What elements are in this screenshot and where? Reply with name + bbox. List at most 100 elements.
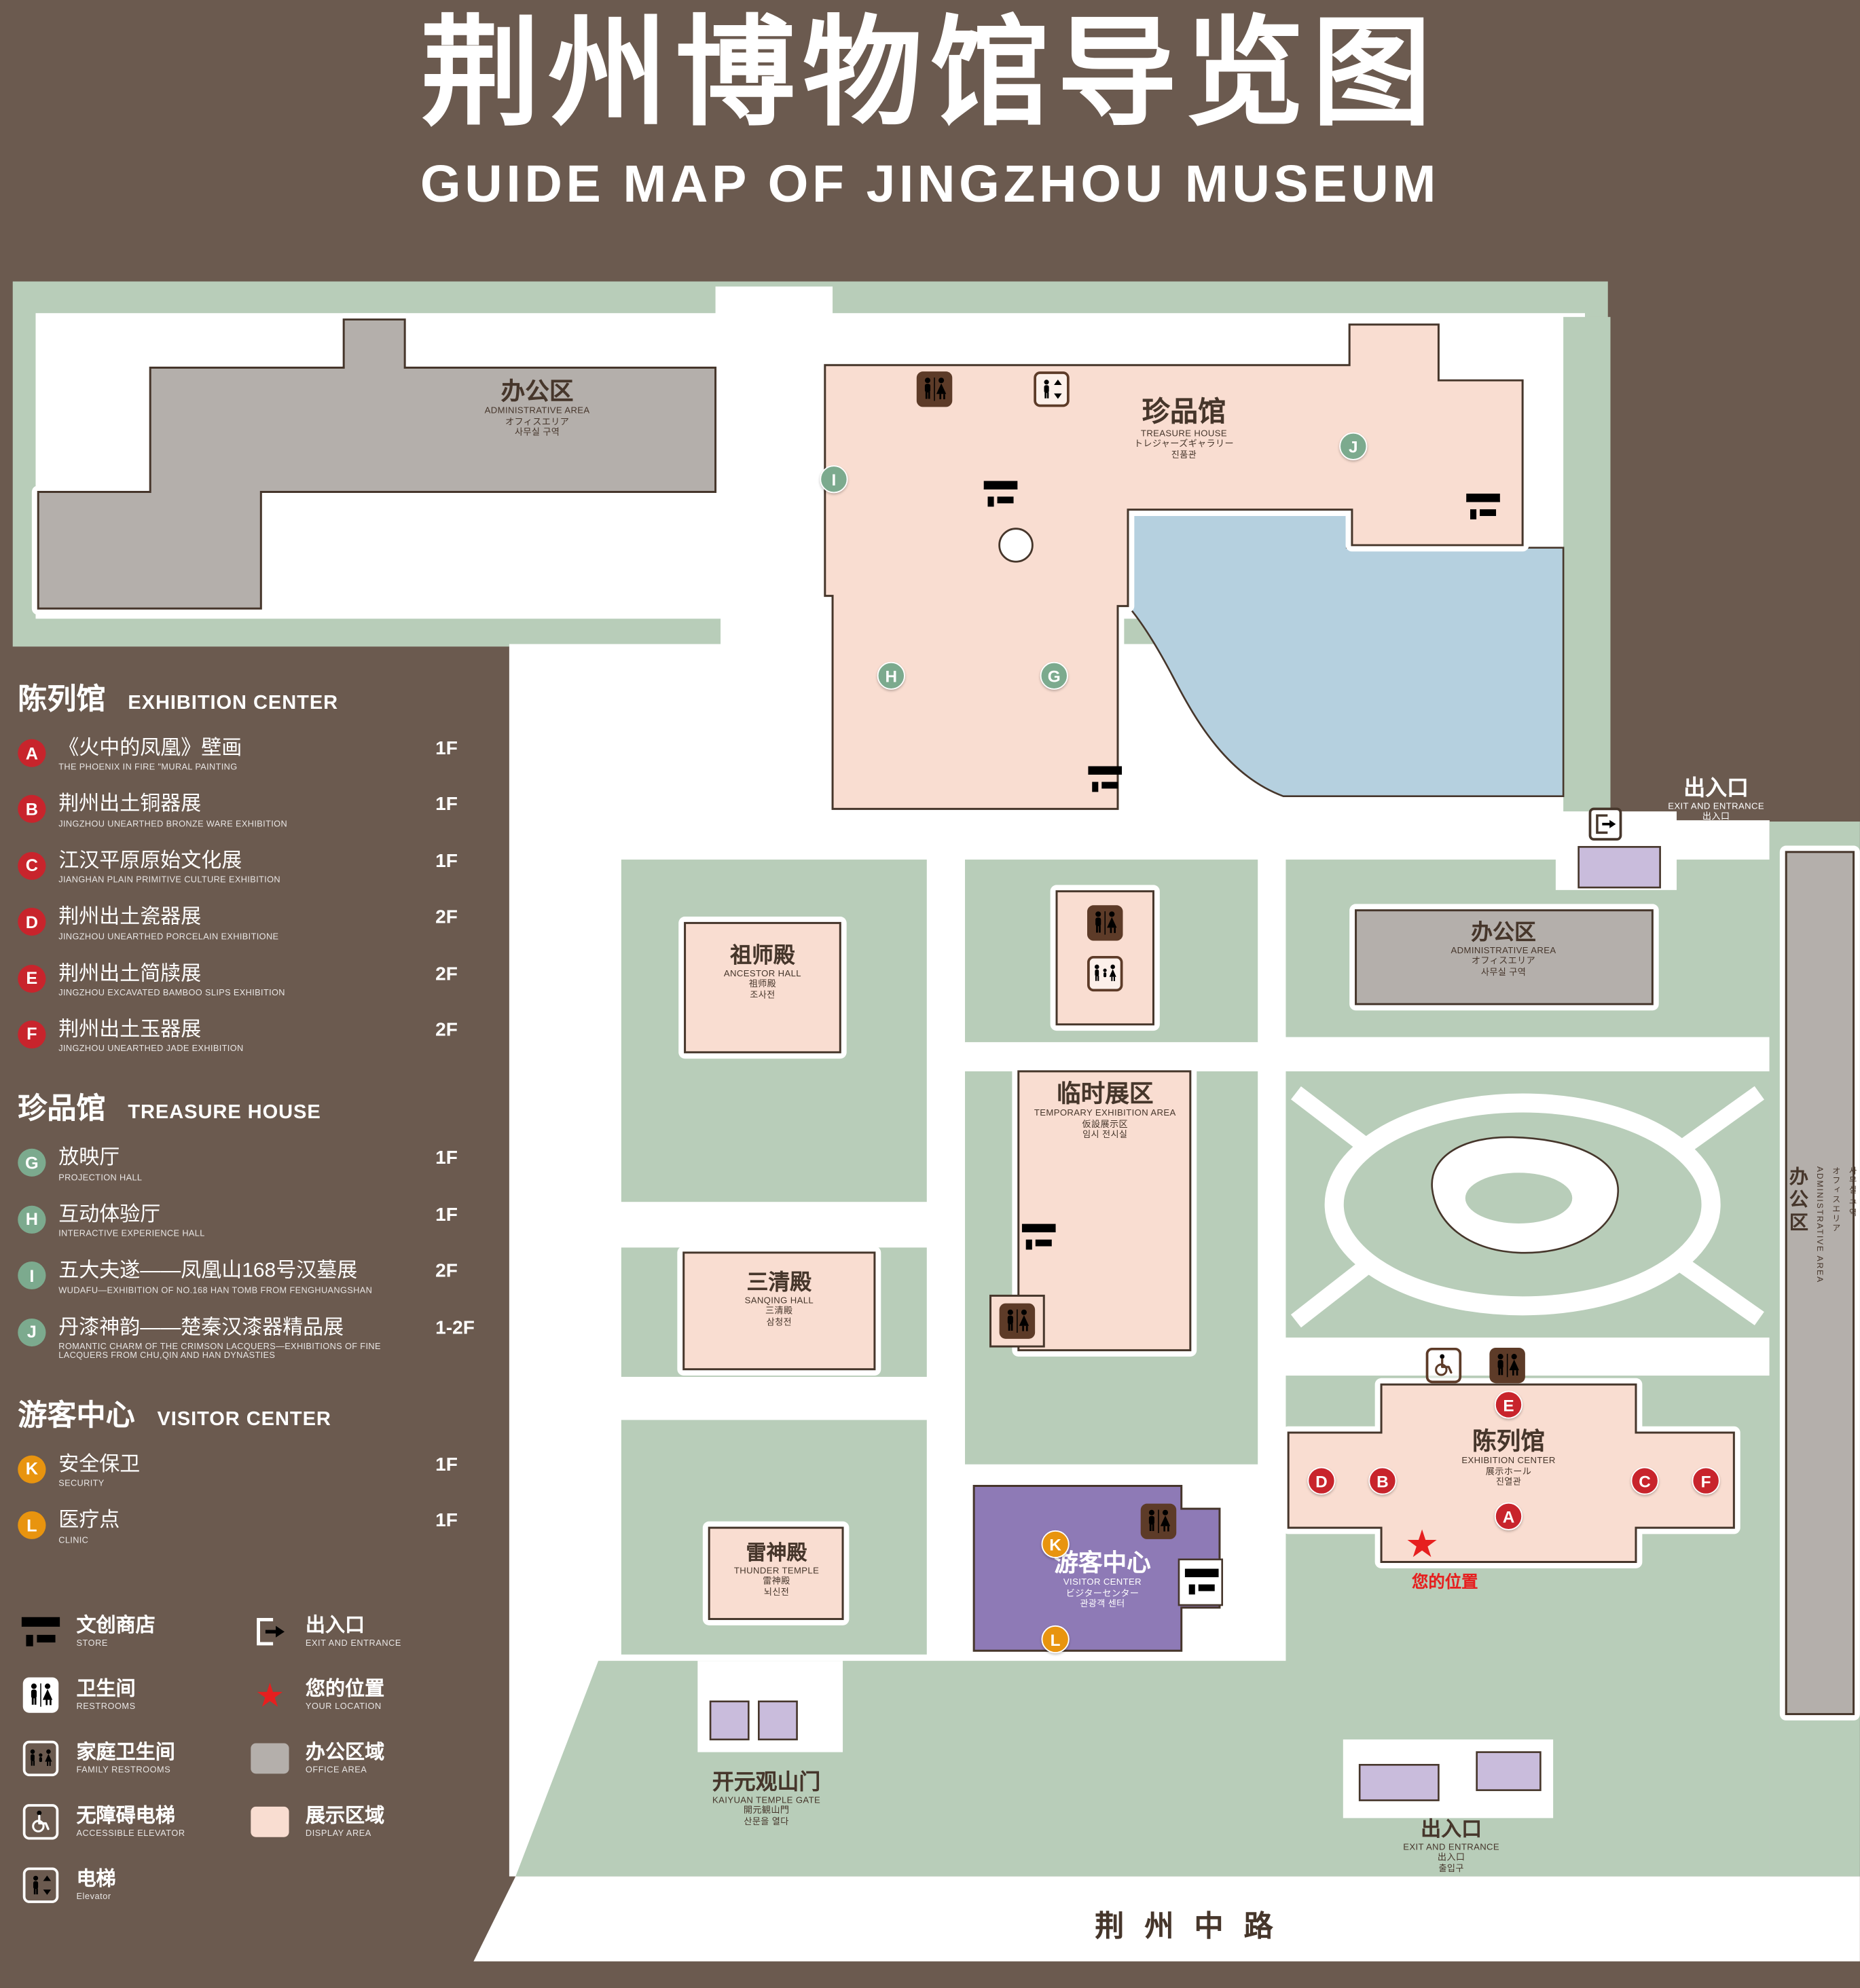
item-sub: JINGZHOU EXCAVATED BAMBOO SLIPS EXHIBITI… bbox=[58, 989, 285, 998]
label-zh: 出入口 bbox=[1421, 1819, 1482, 1841]
label-exit-top: 出入口 EXIT AND ENTRANCE 出入口 출입구 bbox=[1668, 776, 1764, 835]
label-admin-right: 办公区 ADMINISTRATIVE AREA オフィスエリア 사무실 구역 bbox=[1785, 1166, 1856, 1283]
section-title-zh: 珍品馆 bbox=[18, 1092, 106, 1125]
gate-pad-2 bbox=[758, 1700, 798, 1741]
item-floor: 1F bbox=[435, 1147, 458, 1170]
label-jp: 展示ホール bbox=[1485, 1467, 1532, 1477]
office-area-swatch bbox=[251, 1743, 289, 1774]
elevator-icon bbox=[22, 1867, 59, 1903]
label-admin-mid: 办公区 ADMINISTRATIVE AREA オフィスエリア 사무실 구역 bbox=[1451, 921, 1556, 980]
section-title-en: VISITOR CENTER bbox=[157, 1408, 331, 1431]
store-icon bbox=[1019, 1219, 1059, 1253]
entrance-pad-bottom-1 bbox=[1358, 1763, 1440, 1801]
label-jp: トレジャーズギャラリー bbox=[1133, 440, 1235, 449]
map-marker-k: K bbox=[1041, 1530, 1070, 1558]
label-visitor-center: 游客中心 VISITOR CENTER ビジターセンター 관광객 센터 bbox=[1054, 1549, 1151, 1611]
badge-c: C bbox=[18, 851, 46, 880]
label-kr: 진품관 bbox=[1171, 451, 1197, 460]
item-floor: 1F bbox=[435, 794, 458, 816]
label-zh: 办公区 bbox=[1471, 920, 1536, 945]
label-en: EXHIBITION CENTER bbox=[1461, 1456, 1556, 1466]
map-marker-j: J bbox=[1339, 432, 1368, 460]
label-en: TREASURE HOUSE bbox=[1140, 429, 1227, 439]
admin-building-mid bbox=[1355, 909, 1654, 1006]
label-temporary-exhibition: 临时展区 TEMPORARY EXHIBITION AREA 仮設展示区 임시 … bbox=[1034, 1080, 1176, 1142]
legend-section-exhibition-center: 陈列馆 EXHIBITION CENTER A 《火中的凤凰》壁画 THE PH… bbox=[18, 674, 491, 1054]
map-marker-l: L bbox=[1041, 1625, 1070, 1653]
symbol-zh: 文创商店 bbox=[76, 1615, 156, 1637]
item-sub: PROJECTION HALL bbox=[58, 1173, 143, 1183]
section-title-en: EXHIBITION CENTER bbox=[128, 692, 339, 714]
legend-symbol-store: 文创商店 STORE bbox=[18, 1613, 247, 1651]
legend-section-heading: 陈列馆 EXHIBITION CENTER bbox=[18, 674, 491, 717]
label-jp: 祖师殿 bbox=[748, 980, 777, 989]
label-en: KAIYUAN TEMPLE GATE bbox=[712, 1796, 821, 1805]
map-marker-d: D bbox=[1307, 1467, 1336, 1495]
item-floor: 2F bbox=[435, 906, 458, 929]
item-floor: 1F bbox=[435, 1204, 458, 1226]
legend-item-i: I 五大夫遂——凤凰山168号汉墓展 WUDAFU—EXHIBITION OF … bbox=[18, 1260, 491, 1295]
label-en: ADMINISTRATIVE AREA bbox=[1815, 1166, 1824, 1284]
label-zh: 临时展区 bbox=[1056, 1081, 1154, 1109]
badge-l: L bbox=[18, 1511, 46, 1540]
section-title-zh: 游客中心 bbox=[18, 1398, 135, 1432]
label-zh: 三清殿 bbox=[746, 1270, 812, 1295]
label-ancestor-hall: 祖师殿 ANCESTOR HALL 祖师殿 조사전 bbox=[724, 943, 801, 1002]
elevator-icon bbox=[1034, 371, 1070, 407]
item-sub: JINGZHOU UNEARTHED PORCELAIN EXHIBITIONE bbox=[58, 932, 279, 942]
label-treasure-house: 珍品馆 TREASURE HOUSE トレジャーズギャラリー 진품관 bbox=[1134, 396, 1234, 462]
item-name: 丹漆神韵——楚秦汉漆器精品展 bbox=[58, 1317, 344, 1338]
label-zh: 祖师殿 bbox=[730, 943, 795, 968]
item-sub: JIANGHAN PLAIN PRIMITIVE CULTURE EXHIBIT… bbox=[58, 876, 280, 885]
restrooms-icon bbox=[1140, 1503, 1177, 1539]
legend-panel: 陈列馆 EXHIBITION CENTER A 《火中的凤凰》壁画 THE PH… bbox=[18, 674, 491, 1566]
item-name: 五大夫遂——凤凰山168号汉墓展 bbox=[58, 1260, 358, 1283]
family-restrooms-icon bbox=[1087, 955, 1123, 992]
label-jp: 開元観山門 bbox=[743, 1807, 790, 1816]
admin-building-right bbox=[1785, 851, 1855, 1716]
map-marker-h: H bbox=[877, 661, 905, 690]
legend-item-b: B 荆州出土铜器展 JINGZHOU UNEARTHED BRONZE WARE… bbox=[18, 794, 491, 829]
label-en: SANQING HALL bbox=[744, 1296, 814, 1306]
label-zh: 开元观山门 bbox=[712, 1769, 821, 1794]
label-zh: 陈列馆 bbox=[1472, 1429, 1545, 1456]
legend-item-l: L 医疗点 CLINIC 1F bbox=[18, 1511, 491, 1545]
page-subtitle: GUIDE MAP OF JINGZHOU MUSEUM bbox=[420, 154, 1440, 213]
label-en: EXIT AND ENTRANCE bbox=[1403, 1843, 1500, 1852]
badge-f: F bbox=[18, 1020, 46, 1049]
legend-section-treasure-house: 珍品馆 TREASURE HOUSE G 放映厅 PROJECTION HALL… bbox=[18, 1084, 491, 1360]
label-exhibition-center: 陈列馆 EXHIBITION CENTER 展示ホール 진열관 bbox=[1461, 1428, 1555, 1490]
item-floor: 1F bbox=[435, 1510, 458, 1532]
map-marker-e: E bbox=[1494, 1391, 1523, 1419]
label-jp: 出入口 bbox=[1702, 813, 1730, 822]
your-location-label: 您的位置 bbox=[1412, 1572, 1478, 1591]
label-en: ADMINISTRATIVE AREA bbox=[484, 407, 590, 416]
map-marker-c: C bbox=[1630, 1467, 1659, 1495]
store-icon bbox=[1182, 1564, 1222, 1598]
label-kr: 출입구 bbox=[1438, 1864, 1464, 1874]
item-name: 荆州出土瓷器展 bbox=[58, 906, 202, 929]
restrooms-icon bbox=[999, 1303, 1036, 1339]
label-zh: 游客中心 bbox=[1054, 1550, 1151, 1577]
badge-d: D bbox=[18, 908, 46, 936]
label-en: EXIT AND ENTRANCE bbox=[1668, 802, 1764, 811]
symbol-zh: 卫生间 bbox=[76, 1678, 136, 1700]
legend-item-h: H 互动体验厅 INTERACTIVE EXPERIENCE HALL 1F bbox=[18, 1204, 491, 1239]
badge-k: K bbox=[18, 1455, 46, 1484]
label-en: ANCESTOR HALL bbox=[723, 969, 801, 979]
badge-e: E bbox=[18, 964, 46, 993]
item-sub: THE PHOENIX IN FIRE "MURAL PAINTING bbox=[58, 763, 238, 773]
section-title-en: TREASURE HOUSE bbox=[128, 1102, 321, 1124]
accessible-elevator-icon bbox=[1425, 1347, 1462, 1384]
badge-i: I bbox=[18, 1262, 46, 1290]
label-kr: 삼청전 bbox=[766, 1318, 792, 1327]
symbol-en: DISPLAY AREA bbox=[305, 1829, 371, 1839]
item-name: 荆州出土简牍展 bbox=[58, 963, 202, 985]
legend-section-heading: 珍品馆 TREASURE HOUSE bbox=[18, 1084, 491, 1127]
sanqing-hall-building bbox=[682, 1251, 876, 1371]
badge-g: G bbox=[18, 1149, 46, 1177]
label-zh: 珍品馆 bbox=[1142, 395, 1226, 428]
exit-icon bbox=[1588, 807, 1622, 841]
entrance-pad-top bbox=[1578, 846, 1661, 889]
